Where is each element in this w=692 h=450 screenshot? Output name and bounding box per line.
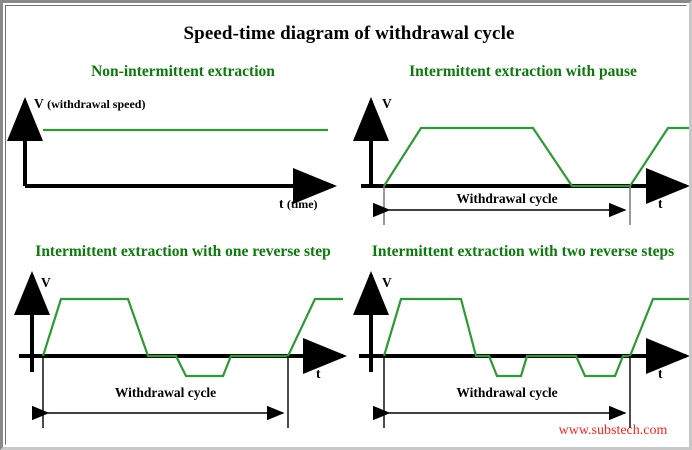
panel-1-x-axis-label: t (time) <box>279 196 318 211</box>
page-title: Speed-time diagram of withdrawal cycle <box>183 23 515 44</box>
panel-4-subtitle: Intermittent extraction with two reverse… <box>371 243 675 260</box>
panel-2-y-axis-label: V <box>382 96 392 111</box>
panel-3-x-axis-label: t <box>316 366 321 381</box>
panel-1-y-axis-label: V (withdrawal speed) <box>34 96 146 111</box>
panel-2-subtitle: Intermittent extraction with pause <box>409 63 637 80</box>
panel-3-y-axis-label: V <box>41 275 51 290</box>
panel-2-x-axis-label: t <box>658 196 663 211</box>
panel-1-subtitle: Non-intermittent extraction <box>91 63 275 80</box>
panel-4-x-axis-label: t <box>658 366 663 381</box>
panel-3-subtitle: Intermittent extraction with one reverse… <box>35 243 331 260</box>
panel-4-cycle-label: Withdrawal cycle <box>456 385 558 400</box>
panel-2-cycle-label: Withdrawal cycle <box>456 191 558 206</box>
watermark-link[interactable]: www.substech.com <box>558 423 668 438</box>
panel-3-cycle-label: Withdrawal cycle <box>114 385 217 400</box>
panel-4-y-axis-label: V <box>382 275 392 290</box>
